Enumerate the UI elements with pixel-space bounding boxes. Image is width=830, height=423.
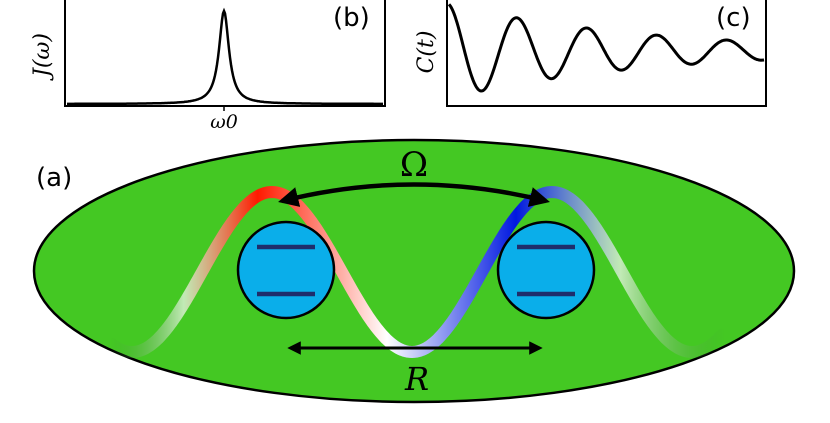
distance-label: R	[404, 360, 429, 398]
panel-c-ylabel: C(t)	[414, 31, 439, 74]
emitter-right-circle	[496, 220, 596, 320]
coupling-arrow	[278, 182, 550, 207]
panel-b-label: (b)	[333, 3, 370, 33]
correlation-curve	[447, 3, 765, 93]
panel-b-ylabel: J(ω)	[30, 33, 55, 81]
panel-a: (a) Ω R	[32, 138, 796, 404]
spectral-density-curve	[67, 7, 383, 106]
panel-c-frame	[446, 0, 767, 107]
emitter-left-circle	[236, 220, 336, 320]
emitter-right	[496, 220, 596, 320]
panel-b: (b) J(ω) ω0	[30, 0, 386, 133]
coupling-label: Ω	[400, 145, 428, 185]
emitter-left	[236, 220, 336, 320]
bath-ellipse	[32, 138, 796, 404]
panel-b-xtick-label: ω0	[210, 111, 238, 133]
panel-c-label: (c)	[716, 3, 751, 33]
panel-c: (c) C(t)	[414, 0, 767, 107]
panel-a-label: (a)	[36, 163, 72, 193]
panel-b-frame	[64, 0, 386, 107]
